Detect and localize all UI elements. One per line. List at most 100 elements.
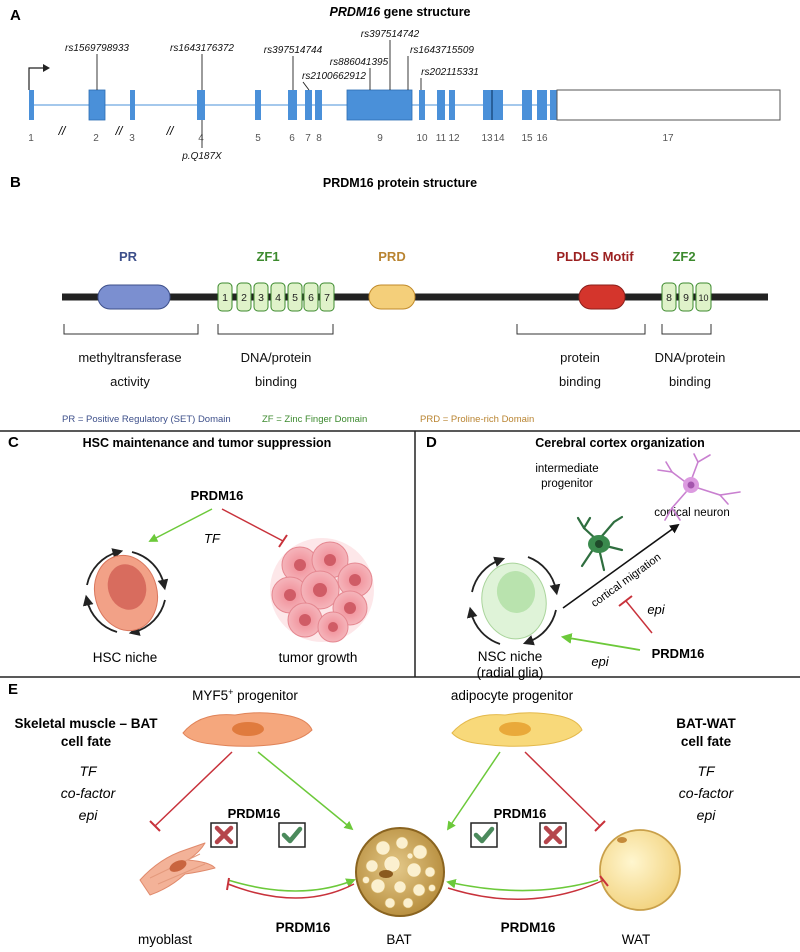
myf5-progenitor-label: MYF5+ progenitor: [192, 687, 298, 703]
exon-numbers: 1 2 3 4 5 6 7 8 9 10 11 12 13 14 15 16 1…: [28, 133, 674, 144]
prdm16-label: PRDM16: [501, 920, 556, 935]
break-mark: //: [166, 124, 175, 138]
migration-arrow: [562, 523, 680, 609]
activation-arrow: [560, 633, 641, 651]
exon-15: [522, 90, 532, 120]
pldls-function: protein: [560, 350, 600, 365]
exon-number: 11: [436, 133, 447, 144]
check-icon: [470, 822, 498, 848]
exon-number: 9: [377, 133, 383, 144]
exon-number: 6: [289, 133, 295, 144]
exon-number: 5: [255, 133, 261, 144]
pldls-motif-label: PLDLS Motif: [556, 249, 634, 264]
nsc-cell: [466, 556, 561, 646]
mechanism-label: TF: [697, 763, 716, 779]
snp-label: rs1569798933: [65, 43, 129, 54]
check-icon: [278, 822, 306, 848]
domain-functions: methyltransferase activity DNA/protein b…: [78, 350, 725, 389]
zf2-function: DNA/protein: [655, 350, 726, 365]
zf2-function: binding: [669, 374, 711, 389]
activation-arrow: [446, 751, 501, 831]
zinc-finger: 10: [698, 293, 708, 303]
inhibition-arrow: [221, 508, 284, 542]
snp-pointers: [96, 40, 422, 148]
intermediate-progenitor-label: progenitor: [541, 478, 593, 490]
inhibition-bar: [594, 820, 606, 832]
bat-cell: [355, 827, 445, 917]
snp-label: rs202115331: [421, 67, 479, 78]
exon-17-coding: [550, 90, 557, 120]
snp-label: rs1643176372: [170, 43, 234, 54]
activation-arrow: [257, 751, 354, 831]
cortical-neuron-nucleus: [687, 481, 695, 489]
zinc-finger: 8: [666, 292, 672, 304]
exon-number: 12: [448, 133, 460, 144]
exon-number: 14: [493, 133, 505, 144]
mechanism-label: TF: [79, 763, 98, 779]
exon-number: 7: [305, 133, 311, 144]
adipocyte-progenitor-cell: [451, 712, 583, 747]
panel-d-title: Cerebral cortex organization: [535, 436, 705, 450]
legend-prd: PRD = Proline-rich Domain: [420, 414, 534, 425]
snp-label: rs1643715509: [410, 45, 474, 56]
snp-label: rs886041395: [330, 57, 389, 68]
wat-cell: [599, 829, 681, 911]
panel-b: B PRDM16 protein structure PR ZF1 PRD PL…: [10, 174, 768, 425]
exon-7: [305, 90, 312, 120]
prdm16-label: PRDM16: [652, 646, 705, 661]
tss-arrowhead: [43, 64, 50, 72]
myf5-progenitor-cell: [182, 712, 313, 747]
exon-5: [255, 90, 261, 120]
protein-structure-title: PRDM16 protein structure: [323, 176, 477, 190]
exon-number: 15: [521, 133, 533, 144]
domain-legend: PR = Positive Regulatory (SET) Domain ZF…: [62, 414, 534, 425]
epi-inhibition-arrow: [625, 600, 653, 634]
pr-function: methyltransferase: [78, 350, 181, 365]
pr-function: activity: [110, 374, 150, 389]
zf2-domain-label: ZF2: [672, 249, 695, 264]
intermediate-progenitor-nucleus: [595, 540, 603, 548]
pldls-function: binding: [559, 374, 601, 389]
panel-c: C HSC maintenance and tumor suppression …: [8, 434, 374, 665]
break-mark: //: [58, 124, 67, 138]
bat-label: BAT: [386, 932, 411, 947]
hsc-cell: [82, 548, 169, 636]
zf1-function: binding: [255, 374, 297, 389]
mechanism-label: co-factor: [679, 785, 735, 801]
panel-b-letter: B: [10, 174, 21, 191]
pr-domain-label: PR: [119, 249, 138, 264]
snp-label: rs397514744: [264, 45, 323, 56]
zinc-finger: 4: [275, 292, 281, 304]
tf-label: TF: [204, 531, 221, 546]
epi-label-bottom: epi: [591, 654, 609, 669]
mechanism-label: epi: [79, 807, 99, 823]
function-brackets: [63, 324, 712, 335]
mutation-label: p.Q187X: [181, 151, 222, 162]
legend-pr: PR = Positive Regulatory (SET) Domain: [62, 414, 231, 425]
exon-6: [288, 90, 297, 120]
cortical-neuron-label: cortical neuron: [654, 507, 729, 519]
inhibition-arrow: [447, 879, 605, 900]
bat-wat-title: cell fate: [681, 734, 732, 749]
inhibition-arrow: [524, 751, 601, 827]
prd-domain-label: PRD: [378, 249, 405, 264]
panel-d: D Cerebral cortex organization intermedi…: [426, 434, 741, 680]
zinc-finger: 3: [258, 292, 264, 304]
activation-arrow: [148, 508, 213, 542]
inhibition-arrow: [154, 751, 233, 827]
activation-arrow: [227, 878, 356, 892]
snp-labels: rs1569798933 rs1643176372 rs397514744 rs…: [65, 29, 479, 162]
zinc-finger: 7: [324, 292, 330, 304]
myoblast-cell: [139, 842, 216, 896]
exon-number: 13: [481, 133, 493, 144]
radial-glia-label: (radial glia): [477, 665, 544, 680]
panel-c-title: HSC maintenance and tumor suppression: [83, 436, 332, 450]
panel-a-letter: A: [10, 7, 21, 24]
cortical-neuron-cell: [657, 453, 741, 521]
prdm16-label: PRDM16: [228, 806, 281, 821]
exon-number: 16: [536, 133, 548, 144]
exon-13-14: [483, 90, 503, 120]
prd-domain: [368, 284, 416, 310]
exon-12: [449, 90, 455, 120]
inhibition-bar: [599, 875, 609, 887]
